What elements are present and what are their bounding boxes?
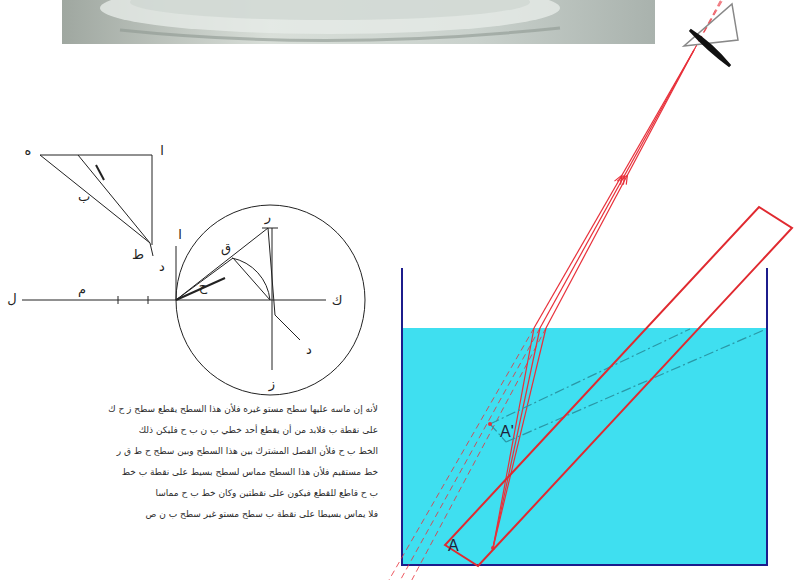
arrowhead <box>620 173 630 184</box>
image-point <box>488 422 492 426</box>
eye-symbol <box>684 4 738 66</box>
point-letter: ا <box>178 228 182 241</box>
ray-in-water <box>493 328 534 548</box>
ray-in-air <box>546 50 694 328</box>
point-label: A' <box>500 424 514 440</box>
water <box>402 328 767 565</box>
ray-in-water <box>493 328 546 548</box>
point-letter: د <box>159 260 165 273</box>
manuscript-text: الخط ب ح فلأن الفصل المشترك بين هذا السط… <box>117 446 378 457</box>
point-letter: د <box>306 343 312 356</box>
manuscript-text: لأنه إن ماسه عليها سطح مستو غيره فلأن هذ… <box>108 404 378 415</box>
virtual-ray <box>389 328 534 580</box>
point-letter: ا <box>160 144 164 157</box>
point-letter: ق <box>221 241 231 254</box>
apparent-stick <box>506 330 764 442</box>
ray-in-air <box>534 50 694 328</box>
ray-in-water <box>493 328 540 548</box>
point-label: A <box>448 538 459 554</box>
point-letter: ط <box>132 248 144 261</box>
manuscript-text: ب ح قاطع للقطع فيكون على نقطتين وكان خط … <box>156 488 378 499</box>
photo-strip <box>62 0 655 44</box>
point-letter: ل <box>7 292 16 305</box>
manuscript-text: خط مستقيم فلأن هذا السطح مماس لسطح بسيط … <box>122 467 378 478</box>
apparent-stick <box>490 329 690 424</box>
virtual-ray <box>412 328 546 580</box>
light-rays <box>389 0 764 580</box>
point-letter: ب <box>78 190 90 203</box>
point-letter: ر <box>265 210 271 223</box>
point-letter: م <box>78 283 86 296</box>
manuscript-text: على نقطة ب فلابد من أن يقطع أحد خطي ب ن … <box>139 425 378 436</box>
point-letter: ه <box>25 144 32 157</box>
point-letter: ز <box>269 377 275 390</box>
point-letter: ك <box>332 294 343 307</box>
virtual-ray <box>400 328 540 580</box>
manuscript-figure <box>22 155 365 395</box>
stick <box>445 207 792 566</box>
manuscript-text: فلا يماس بسيطا على نقطة ب سطح مستو غير س… <box>146 509 378 520</box>
ray-in-air <box>540 50 694 328</box>
point-letter: ح <box>199 280 207 293</box>
